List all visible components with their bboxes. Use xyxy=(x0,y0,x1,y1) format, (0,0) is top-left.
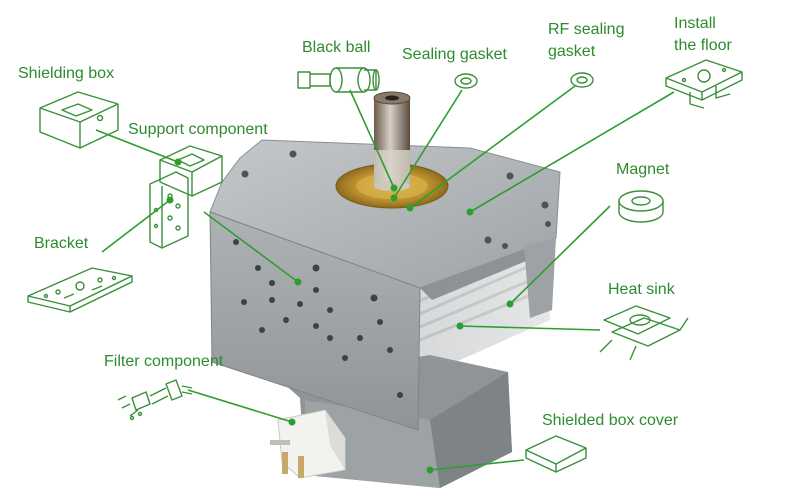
leader-install-floor xyxy=(469,91,675,213)
leader-endpoints xyxy=(166,158,514,474)
label-heat-sink: Heat sink xyxy=(608,281,675,298)
black-ball-part xyxy=(297,67,380,93)
leader-front-plate xyxy=(203,211,299,283)
label-shielded-box-cover: Shielded box cover xyxy=(542,412,679,429)
leader-lines xyxy=(95,85,675,471)
label-magnet: Magnet xyxy=(616,161,670,178)
leader-sealing-gasket xyxy=(393,89,463,199)
front-plate xyxy=(209,211,421,431)
label-install-line2: the floor xyxy=(674,37,732,54)
label-shielding-box: Shielding box xyxy=(18,65,115,82)
vent-holes xyxy=(233,239,403,398)
label-bracket: Bracket xyxy=(34,235,89,252)
floor-plate-part xyxy=(27,267,133,313)
leader-shielding-box xyxy=(95,129,179,163)
leader-black-ball xyxy=(349,89,395,189)
filter-connector xyxy=(270,409,346,479)
support-component-part xyxy=(159,145,223,197)
label-filter-component: Filter component xyxy=(104,353,224,370)
shielded-box-cover-part xyxy=(525,435,587,473)
label-sealing-gasket: Sealing gasket xyxy=(402,46,507,63)
leader-rf-sealing-gasket xyxy=(409,85,576,209)
heat-sink-part xyxy=(599,305,689,361)
install-floor-part xyxy=(665,59,743,109)
mounting-holes xyxy=(241,150,551,249)
rf-sealing-gasket-part xyxy=(570,72,594,88)
label-rf-sealing-line2: gasket xyxy=(548,43,596,60)
label-rf-sealing-line1: RF sealing xyxy=(548,21,625,38)
sealing-gasket-part xyxy=(454,73,478,89)
right-flange xyxy=(420,238,556,300)
leader-heat-sink xyxy=(459,325,601,331)
magnet-part xyxy=(618,190,664,223)
leader-filter-component xyxy=(187,389,293,423)
magnetron-body xyxy=(209,91,561,488)
leader-magnet xyxy=(509,205,611,305)
label-install-line1: Install xyxy=(674,15,716,32)
label-black-ball: Black ball xyxy=(302,39,371,56)
label-support-component: Support component xyxy=(128,121,268,138)
leader-bracket xyxy=(101,199,171,253)
shielding-box-part xyxy=(39,91,119,149)
leader-shielded-box-cover xyxy=(429,459,525,471)
filter-component-part xyxy=(117,379,193,421)
